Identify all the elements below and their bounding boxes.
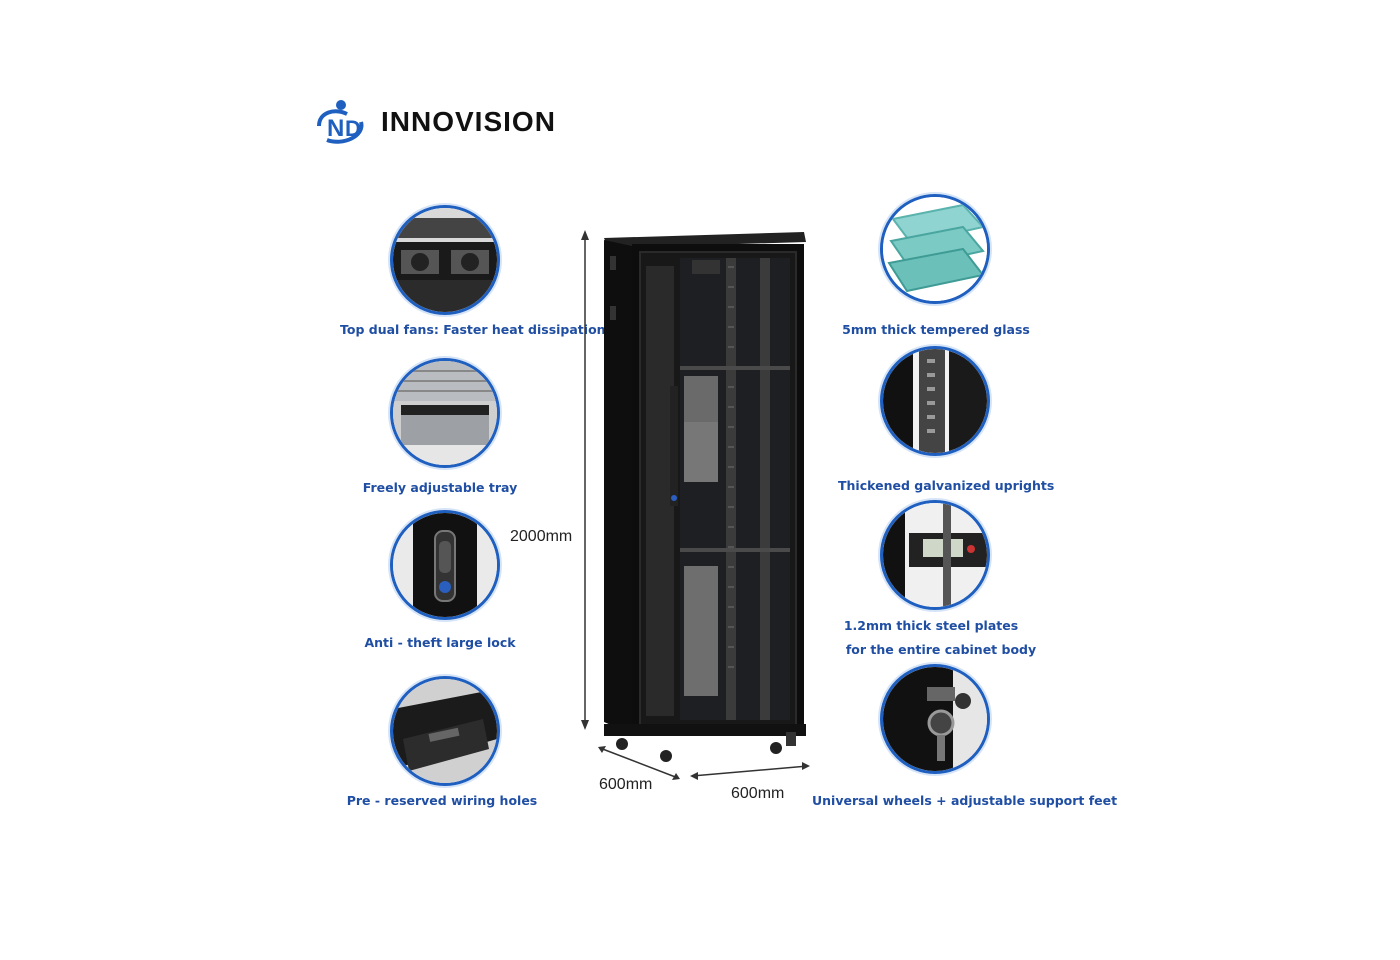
dimension-width: 600mm [731,785,785,802]
dimension-lines [581,230,810,780]
svg-text:N: N [327,115,344,142]
feature-label-uprights: Thickened galvanized uprights [838,478,1055,493]
feature-label-wheels: Universal wheels + adjustable support fe… [812,793,1118,808]
tray-icon [390,358,500,468]
brand-logo: N D INNOVISION [313,96,593,148]
dimension-height: 2000mm [510,528,573,545]
wiring-hole-icon [390,676,500,786]
lock-icon [390,510,500,620]
dimension-depth: 600mm [599,776,653,793]
feature-label-steel-line1: 1.2mm thick steel plates [843,618,1019,633]
server-cabinet-image [604,232,806,762]
brand-name: INNOVISION [381,106,556,137]
wheel-icon [880,664,990,774]
feature-label-tray: Freely adjustable tray [362,480,518,495]
innovision-logo-icon: N D [317,100,364,144]
feature-label-lock: Anti - theft large lock [364,635,516,650]
feature-label-steel-line2: for the entire cabinet body [845,642,1037,657]
feature-label-wiring: Pre - reserved wiring holes [346,793,538,808]
fan-icon [390,205,500,315]
upright-icon [880,346,990,456]
glass-icon [880,194,990,304]
feature-label-glass: 5mm thick tempered glass [842,322,1030,337]
caliper-icon [880,500,990,610]
feature-label-fans: Top dual fans: Faster heat dissipation [340,322,606,337]
svg-text:D: D [345,116,361,141]
